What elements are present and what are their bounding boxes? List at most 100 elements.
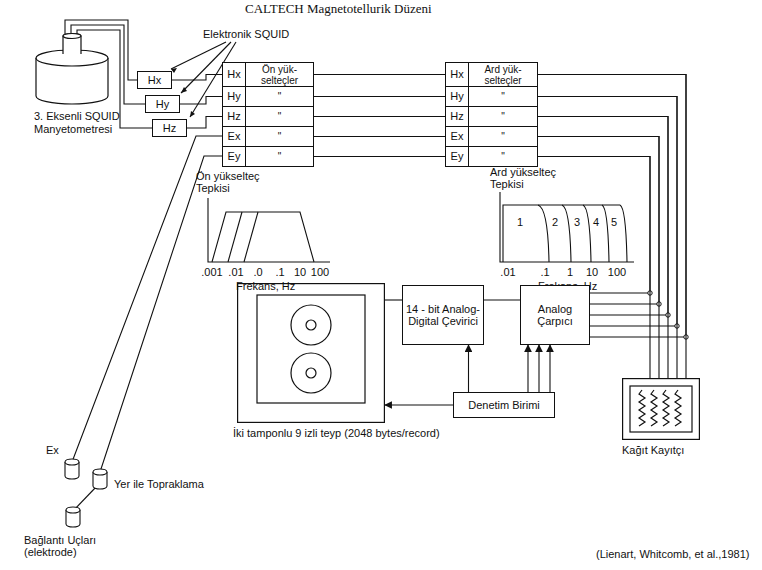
stage-name: " xyxy=(246,107,313,126)
stage-name: Ard yük- selteçler xyxy=(469,63,537,86)
response-curve xyxy=(228,212,242,262)
box-text: Analog Çarpıcı xyxy=(524,303,586,327)
response-curve xyxy=(562,205,571,262)
band-number: 5 xyxy=(611,216,617,228)
response-curve xyxy=(244,212,258,262)
axis-tick: .0 xyxy=(253,266,262,278)
connector xyxy=(314,136,445,137)
connector xyxy=(538,137,659,305)
paper xyxy=(630,386,692,432)
channel-name: Hz xyxy=(446,107,469,126)
adc-box: 14 - bit Analog-Digital Çevirici xyxy=(402,285,484,345)
outline xyxy=(30,34,114,106)
reel-hub xyxy=(306,368,316,378)
citation: (Lienart, Whitcomb, et al.,1981) xyxy=(596,548,749,560)
magnetometer: 3. Eksenli SQUID Manyetometresi xyxy=(30,34,114,106)
response-curve xyxy=(620,205,627,262)
control-unit-box: Denetim Birimi xyxy=(453,392,555,418)
connector xyxy=(172,75,222,81)
postamp-channel: Ex" xyxy=(445,126,538,147)
tape-housing xyxy=(238,284,385,423)
stage-name: " xyxy=(246,127,313,146)
arrow-head xyxy=(181,87,187,93)
tape-recorder: İki tamponlu 9 izli teyp (2048 bytes/rec… xyxy=(237,283,385,423)
box-text: Hz xyxy=(163,122,176,134)
axis-tick: .1 xyxy=(275,266,284,278)
axis-tick: 100 xyxy=(608,266,626,278)
axis-title: Frekans, Hz xyxy=(236,280,295,292)
connector xyxy=(468,345,469,392)
postamp-channel: Ey" xyxy=(445,146,538,167)
graph-title: Ard yükselteç Tepkisi xyxy=(490,166,586,190)
diagram-title: CALTECH Magnetotellurik Düzeni xyxy=(245,3,432,15)
axis-tick: 10 xyxy=(586,266,598,278)
response-curve xyxy=(583,205,591,262)
axis-tick: .01 xyxy=(500,266,515,278)
connector xyxy=(385,299,402,300)
connector xyxy=(527,345,528,392)
component-label: Elektronik SQUID xyxy=(203,28,289,40)
squid-electronics-box: Hz xyxy=(152,119,187,137)
postamp-channel: Hy" xyxy=(445,86,538,107)
channel-name: Hx xyxy=(223,63,246,86)
axis-tick: 1 xyxy=(567,266,573,278)
reel xyxy=(291,353,331,393)
part-label: Yer ile Topraklama xyxy=(114,478,204,490)
stage-name: " xyxy=(469,147,537,166)
electrode-wire xyxy=(74,486,97,510)
squid-electronics-box: Hy xyxy=(145,95,180,113)
stage-name: " xyxy=(246,87,313,106)
dewar-neck xyxy=(63,34,81,54)
channel-name: Ex xyxy=(446,127,469,146)
axis-tick: .001 xyxy=(201,266,222,278)
connector xyxy=(314,156,445,157)
stage-name: " xyxy=(469,87,537,106)
tape-panel xyxy=(257,295,365,403)
trace xyxy=(651,390,657,426)
stage-name: " xyxy=(469,107,537,126)
postamp-channel: HxArd yük- selteçler xyxy=(445,62,538,87)
reel xyxy=(291,305,331,345)
part-label: Bağlantı Uçları (elektrode) xyxy=(24,534,128,558)
connector xyxy=(314,116,445,117)
response-curve xyxy=(602,205,609,262)
tape-drawing xyxy=(238,284,385,423)
stage-name: Ön yük- selteçler xyxy=(246,63,313,86)
trace xyxy=(639,390,645,426)
box-text: 14 - bit Analog-Digital Çevirici xyxy=(406,303,480,327)
axis-tick: .1 xyxy=(540,266,549,278)
connector xyxy=(314,96,445,97)
channel-name: Hy xyxy=(446,87,469,106)
response-curve xyxy=(503,205,620,262)
graph-title: Ön yükselteç Tepkisi xyxy=(196,170,288,194)
recorder-drawing xyxy=(623,379,700,440)
cylinder xyxy=(36,34,108,105)
postamp-channel: Hz" xyxy=(445,106,538,127)
preamp-channel: Ex" xyxy=(222,126,314,147)
part-label: 3. Eksenli SQUID Manyetometresi xyxy=(34,110,146,136)
trace xyxy=(675,390,681,426)
reel-hub xyxy=(306,320,316,330)
box-text: Hy xyxy=(156,98,169,110)
response-curve xyxy=(538,205,549,262)
graph-axis xyxy=(500,192,634,262)
dewar-cap xyxy=(63,34,81,39)
electrode xyxy=(65,459,79,465)
chart-recorder: Kağıt Kayıtçı xyxy=(622,378,700,440)
connector xyxy=(187,117,222,129)
outline xyxy=(237,283,385,423)
channel-name: Hx xyxy=(446,63,469,86)
response-curve xyxy=(212,212,314,262)
stage-name: " xyxy=(469,127,537,146)
signal-name: Ex xyxy=(46,444,59,456)
multiplexer-box: Analog Çarpıcı xyxy=(520,285,590,345)
recorder-housing xyxy=(623,379,700,440)
channel-name: Ey xyxy=(223,147,246,166)
axis-tick: 10 xyxy=(294,266,306,278)
box-text: Hx xyxy=(148,74,161,86)
band-number: 2 xyxy=(552,216,558,228)
connector xyxy=(180,97,222,105)
squid-electronics-box: Hx xyxy=(137,71,172,89)
preamp-channel: Hz" xyxy=(222,106,314,127)
